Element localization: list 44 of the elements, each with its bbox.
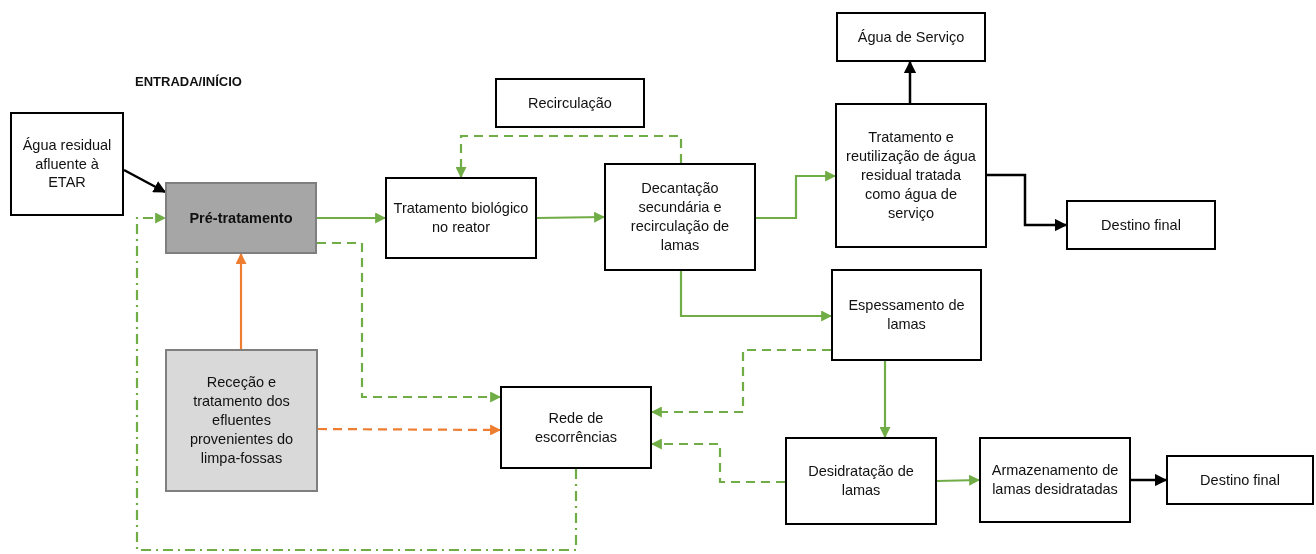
arrow — [903, 60, 917, 103]
box-label: Água de Serviço — [857, 27, 965, 47]
arrow — [123, 168, 167, 194]
process-box — [836, 12, 986, 62]
process-box — [500, 386, 652, 469]
box-label: Pré-tratamento — [189, 208, 293, 228]
box-label: Decantação secundária e recirculação de lamas — [629, 179, 731, 255]
arrow — [235, 252, 247, 349]
box-label: Destino final — [1200, 470, 1280, 490]
box-label: Espessamento de lamas — [847, 296, 966, 334]
arrow — [317, 241, 502, 403]
arrow — [756, 170, 837, 220]
arrow — [318, 424, 502, 436]
box-label: Água residual afluente à ETAR — [21, 135, 113, 193]
arrow — [987, 173, 1068, 232]
process-box — [165, 182, 317, 254]
process-box — [604, 163, 756, 271]
process-box — [1066, 200, 1216, 250]
box-label: Recirculação — [528, 93, 612, 113]
arrow — [1131, 473, 1168, 487]
section-heading: ENTRADA/INÍCIO — [135, 74, 242, 89]
box-label: Rede de escorrências — [533, 408, 619, 447]
process-box — [495, 78, 645, 128]
process-box — [1166, 455, 1314, 505]
box-label: Destino final — [1101, 215, 1181, 235]
process-box — [979, 437, 1131, 523]
arrow — [135, 212, 578, 552]
box-label: Desidratação de lamas — [807, 462, 915, 500]
box-label: Armazenamento de lamas desidratadas — [990, 461, 1120, 499]
process-box — [165, 349, 318, 492]
arrow — [879, 361, 891, 439]
box-label: Receção e tratamento dos efluentes provenientes do limpa-fossas — [188, 373, 295, 468]
process-box — [835, 103, 987, 248]
process-box — [831, 269, 982, 361]
process-box — [385, 177, 537, 259]
box-label: Tratamento biológico no reator — [393, 199, 529, 237]
arrow — [936, 474, 981, 486]
arrow — [317, 212, 387, 224]
arrow — [537, 211, 606, 223]
arrow — [455, 134, 683, 179]
process-box — [10, 112, 124, 216]
arrow — [679, 271, 833, 322]
process-box — [785, 437, 937, 525]
box-label: Tratamento e reutilização de água residual tratada como água de serviço — [845, 128, 977, 223]
